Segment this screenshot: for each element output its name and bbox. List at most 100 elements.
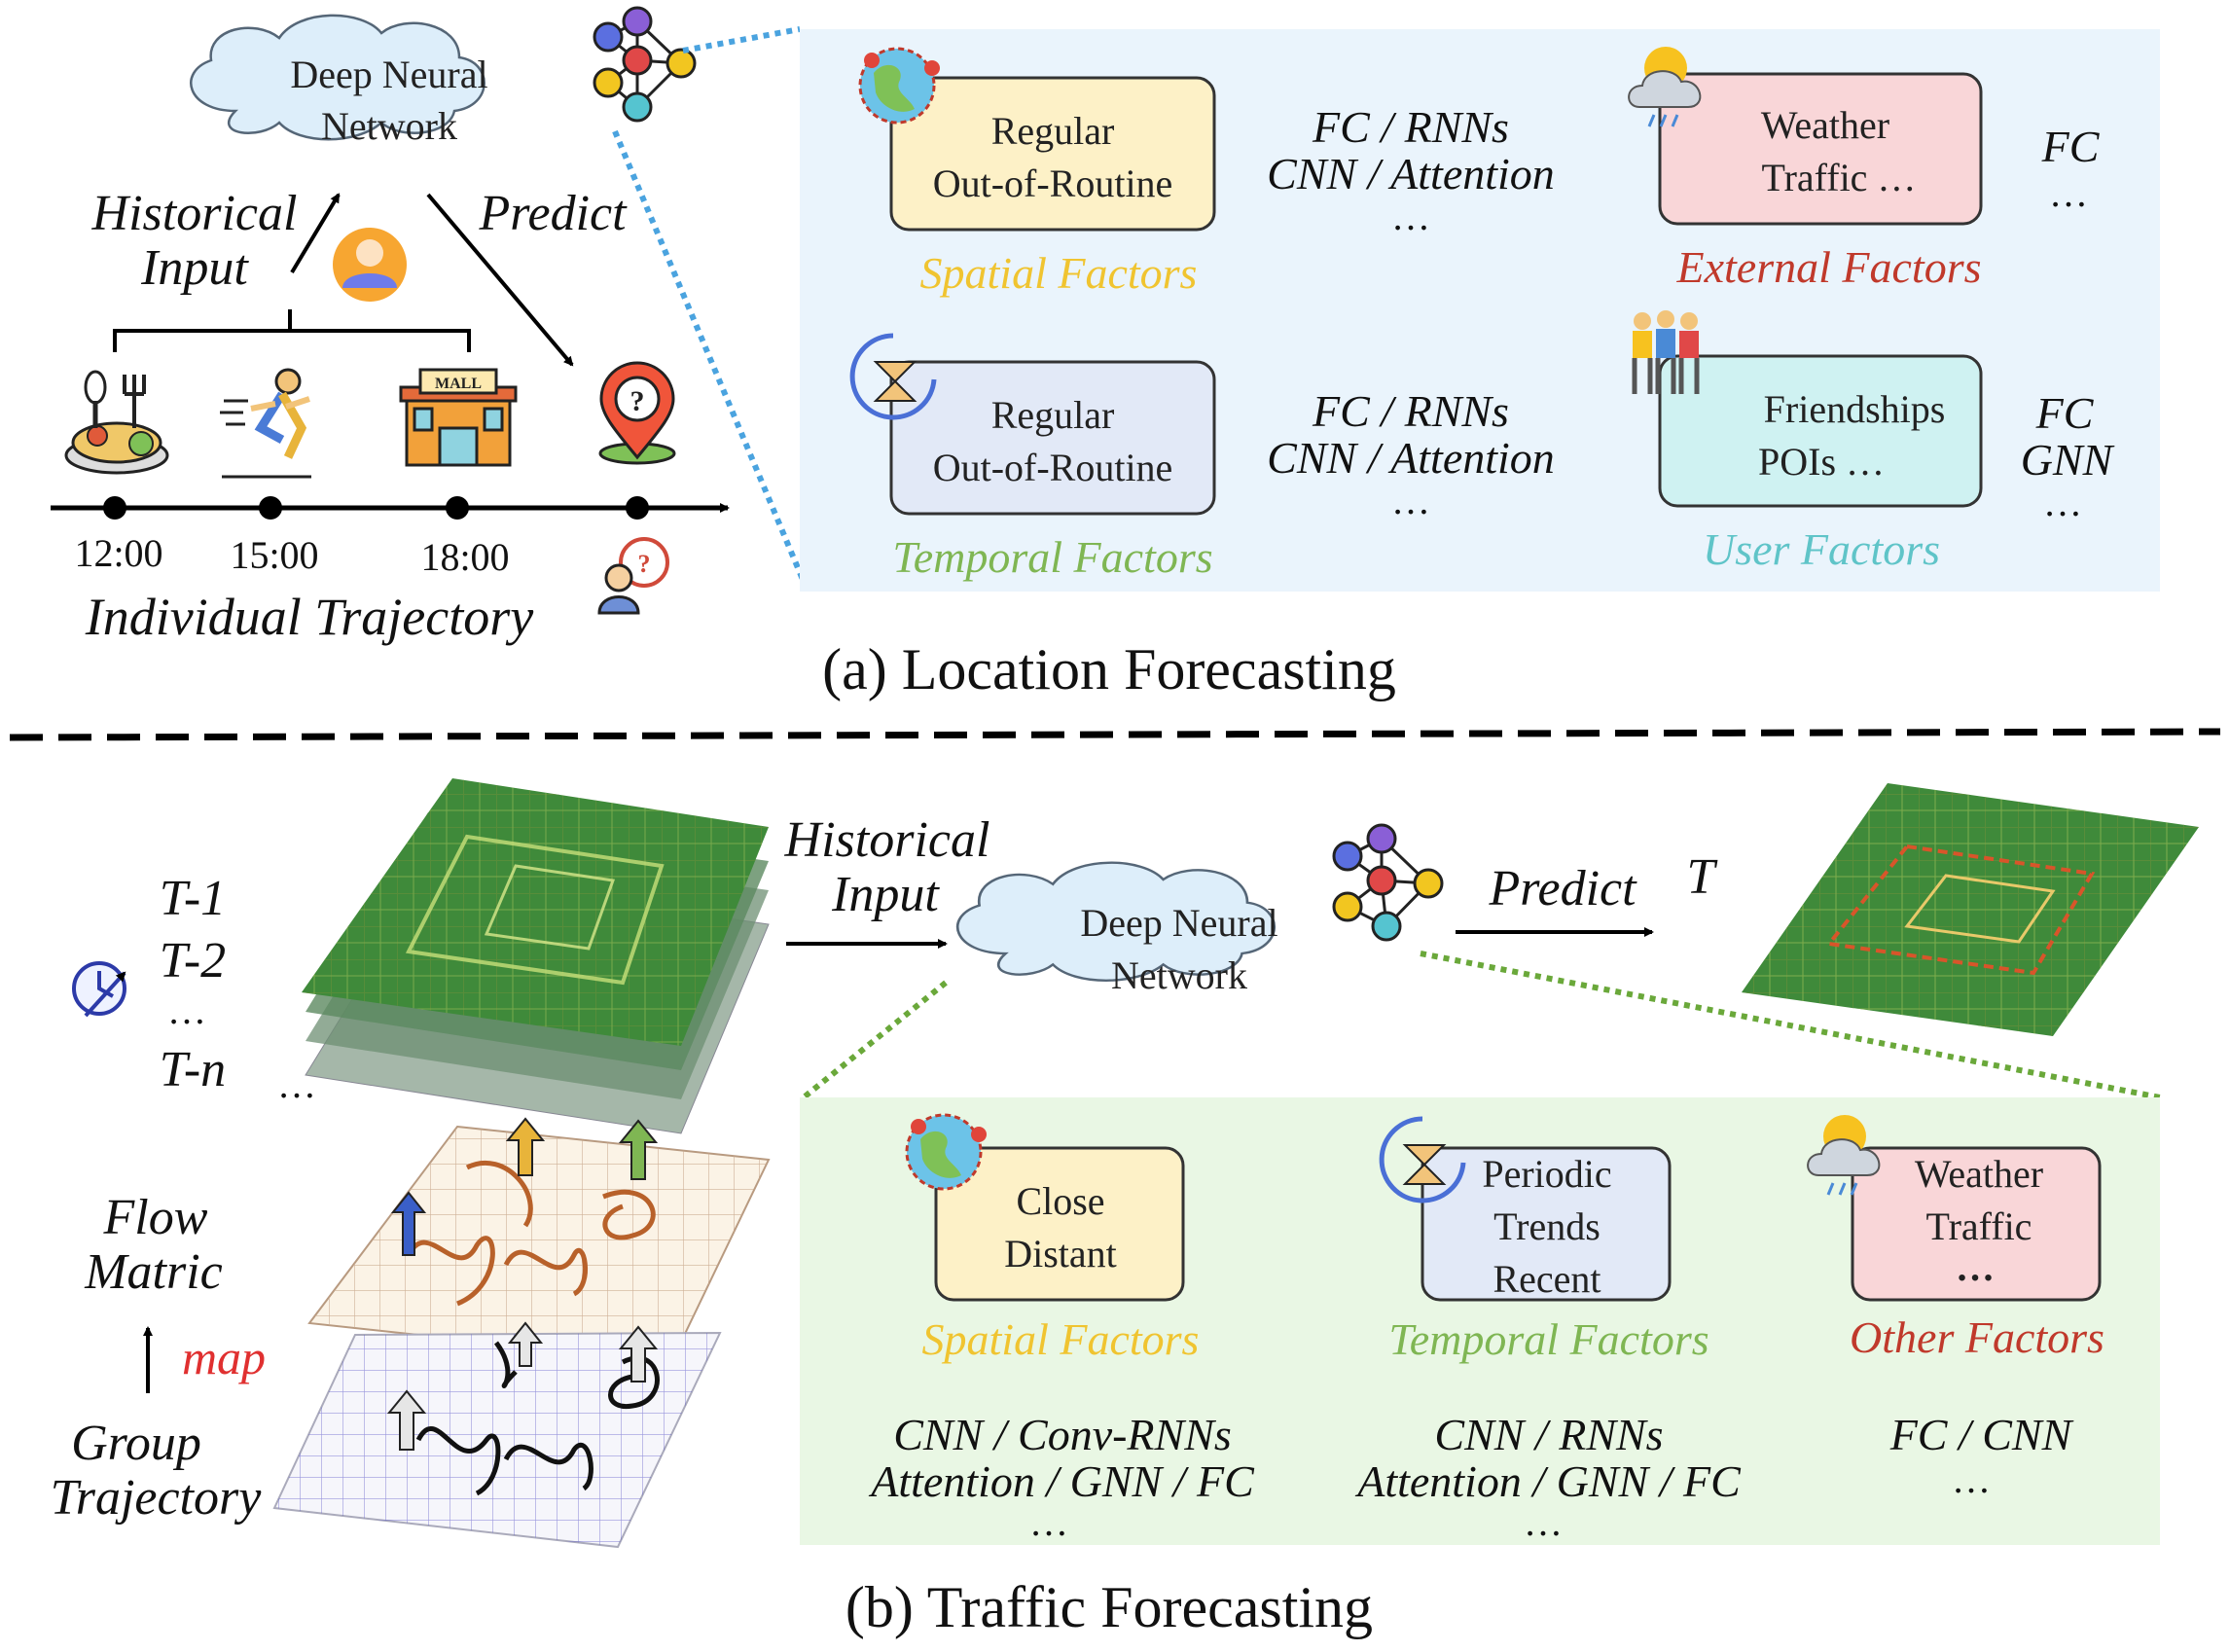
spatial-methods-b-3: … [1029, 1500, 1068, 1544]
external-methods-a-2: … [2049, 171, 2088, 215]
user-box-a [1658, 354, 1983, 508]
other-methods-b-2: … [1952, 1457, 1991, 1501]
external-label-a: External Factors [1676, 242, 1982, 292]
weather-icon [1628, 47, 1702, 127]
spatial-box-a-line2: Out-of-Routine [933, 162, 1173, 205]
historical-label-a1: Historical [91, 186, 298, 241]
map-stack [302, 778, 770, 1134]
zoom-line-b [1420, 951, 2161, 1100]
other-label-b: Other Factors [1850, 1312, 2104, 1362]
temporal-box-b-line1: Periodic [1482, 1152, 1611, 1196]
temporal-methods-b-1: CNN / RNNs [1434, 1410, 1663, 1459]
flow-matrix-lines [309, 1127, 769, 1362]
group-trajectories [415, 1341, 660, 1496]
location-pin-icon [598, 361, 676, 465]
external-methods-a-1: FC [2041, 122, 2101, 171]
timeline-dot [446, 496, 469, 520]
group-label-2: Trajectory [51, 1470, 263, 1526]
spatial-label-a: Spatial Factors [920, 248, 1198, 298]
runner-icon [220, 368, 311, 479]
friends-icon [1632, 310, 1700, 394]
temporal-box-a-line1: Regular [991, 393, 1115, 437]
time-label-dots: … [167, 988, 206, 1032]
user-box-a-line2: POIs … [1758, 440, 1885, 484]
spatial-methods-b-2: Attention / GNN / FC [868, 1456, 1255, 1506]
group-label-1: Group [71, 1416, 201, 1471]
network-icon-a [593, 6, 697, 123]
historical-label-a2: Input [140, 240, 249, 296]
timeline-dot [103, 496, 126, 520]
time-label: 18:00 [420, 535, 509, 579]
spatial-box-b-line1: Close [1016, 1179, 1104, 1223]
other-box-b-line3: … [1956, 1245, 1995, 1289]
output-map [1742, 783, 2199, 1036]
spatial-box-b [934, 1146, 1185, 1302]
predict-label-a: Predict [478, 186, 628, 241]
map-ring-road [405, 834, 665, 986]
user-label-a: User Factors [1703, 524, 1940, 574]
cloud-b-line2: Network [1111, 953, 1247, 997]
spatial-box-a-line1: Regular [991, 109, 1115, 153]
thinking-question-mark: ? [638, 550, 651, 578]
other-box-b-line1: Weather [1915, 1152, 2043, 1196]
spatial-label-b: Spatial Factors [922, 1314, 1200, 1364]
time-label-tn: T-n [160, 1042, 226, 1097]
cloud-b-line1: Deep Neural [1080, 901, 1277, 945]
map-road-grid [302, 778, 769, 1046]
caption-a: (a) Location Forecasting [822, 637, 1396, 701]
predict-label-b: Predict [1488, 861, 1637, 916]
temporal-box-b-line2: Trends [1493, 1204, 1601, 1248]
zoom-line-a [682, 26, 801, 54]
section-divider [9, 728, 2221, 741]
temporal-methods-a-3: … [1391, 479, 1430, 522]
spatial-box-a [889, 76, 1216, 232]
flow-label-1: Flow [103, 1190, 208, 1245]
timeline-dot [259, 496, 282, 520]
t-label: T [1687, 849, 1718, 905]
zoom-line-b [802, 980, 948, 1100]
temporal-box-a-line2: Out-of-Routine [933, 446, 1173, 489]
spatial-methods-a-3: … [1391, 195, 1430, 238]
user-methods-a-1: FC [2035, 388, 2095, 438]
temporal-methods-a-1: FC / RNNs [1312, 386, 1509, 436]
temporal-box-b-line3: Recent [1493, 1257, 1601, 1301]
user-box-a-line1: Friendships [1764, 387, 1946, 431]
spatial-methods-b-1: CNN / Conv-RNNs [893, 1410, 1232, 1459]
food-icon [64, 370, 169, 475]
thinking-person-icon [597, 537, 669, 615]
predict-arrow-a [426, 193, 574, 367]
spatial-methods-a-2: CNN / Attention [1267, 149, 1555, 198]
user-avatar-icon [333, 228, 407, 302]
spatial-methods-a-1: FC / RNNs [1312, 102, 1509, 152]
external-box-a [1658, 72, 1983, 226]
historical-label-b2: Input [831, 867, 940, 922]
historical-arrow-a [290, 193, 341, 274]
stack-dots: … [277, 1062, 316, 1106]
external-box-a-line1: Weather [1761, 103, 1889, 147]
temporal-box-a [889, 360, 1216, 516]
other-box-b-line2: Traffic [1926, 1204, 2032, 1248]
caption-b: (b) Traffic Forecasting [845, 1575, 1373, 1639]
flow-arrows [390, 1117, 659, 1256]
trajectory-label-a: Individual Trajectory [85, 588, 533, 646]
time-label-t1: T-1 [160, 871, 226, 926]
external-box-a-line2: Traffic … [1762, 156, 1917, 199]
clock-icon [72, 961, 126, 1018]
globe-icon [858, 47, 940, 125]
group-arrows [386, 1321, 659, 1451]
other-box-b [1851, 1146, 2102, 1302]
hourglass-icon-b [1379, 1116, 1466, 1203]
temporal-box-b [1421, 1146, 1672, 1302]
user-methods-a-3: … [2043, 481, 2082, 524]
timeline-dot [626, 496, 649, 520]
globe-icon-b [905, 1113, 987, 1191]
timeline-brace [113, 309, 471, 352]
historical-label-b1: Historical [784, 812, 990, 868]
flow-label-2: Matric [84, 1244, 223, 1300]
temporal-label-b: Temporal Factors [1388, 1314, 1708, 1364]
temporal-label-a: Temporal Factors [892, 532, 1212, 582]
user-methods-a-2: GNN [2021, 435, 2115, 485]
mall-icon [399, 368, 518, 467]
weather-icon-b [1807, 1115, 1881, 1196]
